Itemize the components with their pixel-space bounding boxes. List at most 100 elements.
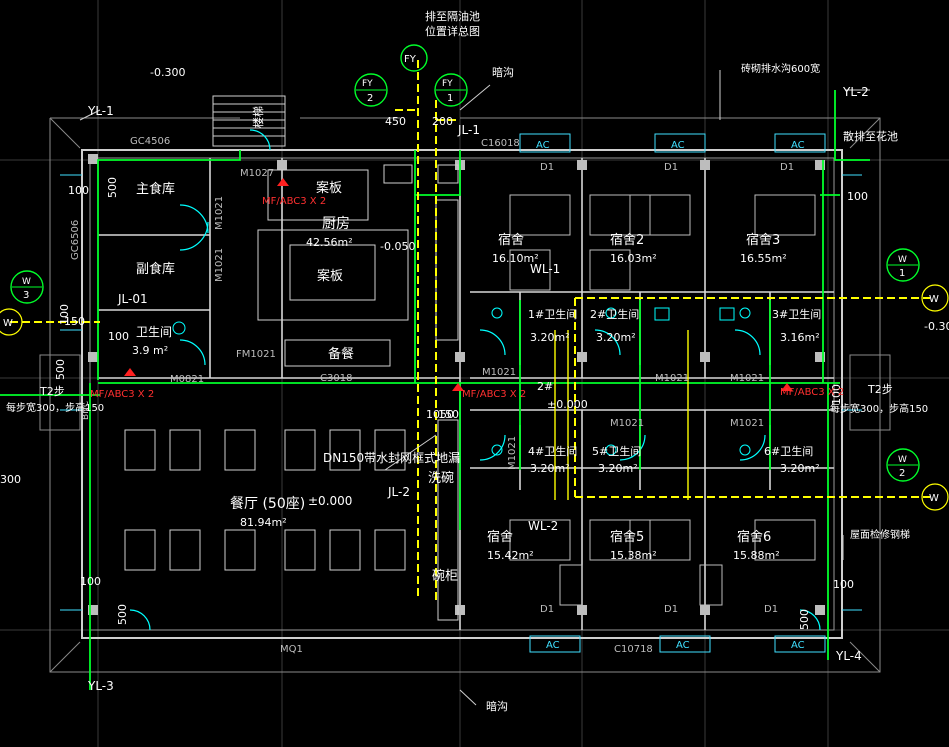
dim-100d: 100 [108,330,129,343]
dim-450: 450 [385,115,406,128]
label-d1c: D1 [780,162,794,173]
columns [88,154,825,615]
axis-wl2: WL-2 [528,519,558,533]
dim-500b: 500 [54,359,67,380]
bubble-dividers [12,89,918,466]
label-gutter-top: 暗沟 [492,65,514,79]
room-counter1: 案板 [316,181,342,196]
dim-100a: 100 [68,184,89,197]
bubble-w1-top: W [898,255,907,265]
label-bnc: BNC [81,401,91,420]
bubble-w1-num: 1 [899,268,905,279]
axis-jl01: JL-01 [117,292,148,306]
plumbing-fixtures [172,307,751,456]
room-wc3-area: 3.16m² [780,331,820,344]
axis-jl1: JL-1 [457,123,480,137]
label-fm1021: FM1021 [236,349,276,360]
label-scatter-note: 散排至花池 [843,129,898,143]
room-dining: 餐厅 (50座) [230,496,305,512]
label-m1021a: M1021 [214,196,225,230]
level-outside-left: -0.300 [150,66,185,79]
label-ladder: 楼梯 [251,106,265,128]
dim-100b: 100 [847,190,868,203]
room-dorm4: 宿舍 [487,529,513,545]
room-bowl-cabinet: 碗柜 [432,568,458,584]
label-ac3: AC [791,140,805,151]
room-wc4: 4#卫生间 [528,444,577,458]
label-steps-left-note: 每步宽300，步高150 [6,401,104,414]
label-fire3: MF/ABC3 X 2 [462,389,526,400]
stair [212,95,286,147]
label-fire4: MF/ABC3 X 2 [780,387,844,398]
room-dorm6-area: 15.88m² [733,549,780,562]
bubble-fy1-num: 1 [447,93,453,104]
label-gutter-bottom: 暗沟 [486,699,508,713]
room-dorm2-area: 16.03m² [610,252,657,265]
label-gc4506: GC4506 [130,136,170,147]
label-d1d: D1 [540,604,554,615]
label-m1027: M1027 [240,168,274,179]
room-dorm5-area: 15.38m² [610,549,657,562]
drain-risers [554,330,689,500]
bubble-fy2-num: 2 [367,93,373,104]
bubble-w-right1: W [929,294,939,305]
bubble-fy: FY [404,54,417,65]
room-dorm4-area: 15.42m² [487,549,534,562]
room-dorm1-area: 16.10m² [492,252,539,265]
dim-100g: 100 [830,384,843,405]
axis-jl2: JL-2 [387,485,410,499]
label-ac1: AC [536,140,550,151]
label-m1021b: M1021 [214,248,225,282]
room-dorm3-area: 16.55m² [740,252,787,265]
label-m1021g: M1021 [730,418,764,429]
room-counter2: 案板 [317,269,343,284]
level-corridor: ±0.000 [547,398,588,411]
dim-100f: 100 [833,578,854,591]
room-dorm5: 宿舍5 [610,529,644,545]
bubble-w3-top: W [22,277,31,287]
room-sub-store: 副食库 [136,261,175,277]
room-wc4-area: 3.20m² [530,462,570,475]
room-prep: 备餐 [328,346,354,362]
room-wash: 洗碗 [428,470,454,486]
label-steps-right-note: 每步宽300，步高150 [830,402,928,415]
room-wc2-area: 3.20m² [596,331,636,344]
dim-1050: 1050 [426,408,454,421]
label-m1021e: M1021 [730,373,764,384]
room-wc6: 6#卫生间 [764,444,813,458]
label-m1021h: M1021 [507,436,518,470]
room-wc1-area: 3.20m² [530,331,570,344]
room-wc3: 3#卫生间 [772,307,821,321]
dining-tables [124,429,406,571]
dim-500c: 500 [116,604,129,625]
windows [60,133,862,653]
label-dn150: DN150带水封网框式地漏 [323,451,460,465]
label-ac5: AC [676,640,690,651]
bubble-w-right2: W [929,493,939,504]
text-labels: 排至隔油池 位置详总图 -0.300 -0.30 300 -0.050 ±0.0… [0,9,949,713]
axis-yl3: YL-3 [87,679,114,693]
axis-yl1: YL-1 [87,104,114,118]
label-c16018: C16018 [481,138,520,149]
label-ac6: AC [791,640,805,651]
room-dorm3: 宿舍3 [746,232,780,248]
room-wc5-area: 3.20m² [598,462,638,475]
bubble-w2-num: 2 [899,468,905,479]
bubble-w-left: W [3,318,13,329]
room-main-store: 主食库 [136,181,175,197]
room-wc6-area: 3.20m² [780,462,820,475]
room-wc5: 5#卫生间 [592,444,641,458]
bubble-w2-top: W [898,455,907,465]
note-line2: 位置详总图 [425,24,480,38]
room-kitchen: 厨房 [322,216,350,232]
room-toilet-small-area: 3.9 m² [132,344,168,357]
label-ac2: AC [671,140,685,151]
room-dining-area: 81.94m² [240,516,287,529]
label-c10718: C10718 [614,644,653,655]
axis-yl4: YL-4 [835,649,862,663]
dim-150: 150 [438,408,459,421]
apron-outline [39,117,891,673]
label-m1021f: M1021 [610,418,644,429]
note-line1: 排至隔油池 [425,9,480,23]
label-fire1: MF/ABC3 X 2 [262,196,326,207]
